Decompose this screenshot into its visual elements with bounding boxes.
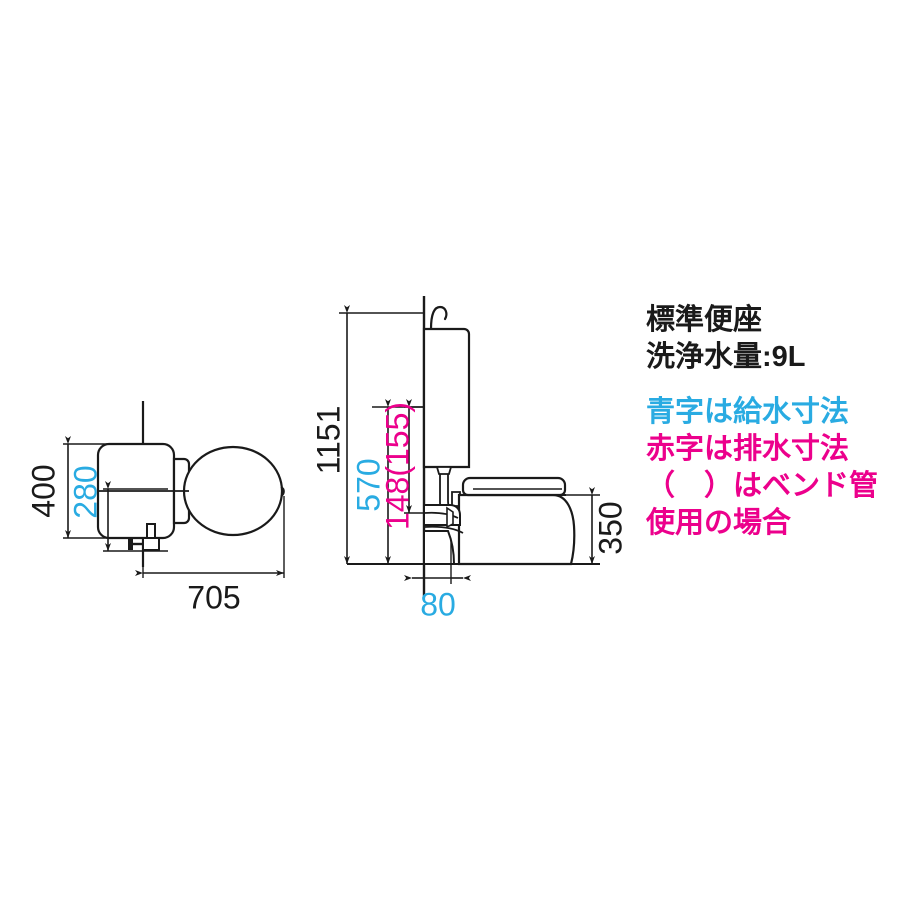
top-view-bowl xyxy=(182,445,284,537)
side-view-base-skirt xyxy=(423,530,456,565)
top-view-group: 400 280 705 xyxy=(25,401,285,615)
legend-when-used: 使用の場合 xyxy=(646,507,792,539)
top-view-seat-hinge xyxy=(280,486,285,497)
side-view-seat xyxy=(461,476,567,497)
dim-280: 280 xyxy=(67,465,168,552)
dim-400: 400 xyxy=(25,436,143,539)
side-view-drain-curve-top xyxy=(423,511,459,519)
note-standard-seat: 標準便座 xyxy=(646,304,763,336)
top-view-supply-valve xyxy=(128,523,160,551)
side-view-drain-curve-bottom xyxy=(423,525,464,534)
side-view-tank xyxy=(422,327,471,469)
side-view-bowl xyxy=(457,493,576,566)
dim-80-label: 80 xyxy=(420,586,456,622)
side-view-drain-flange xyxy=(446,506,454,529)
side-view-drain-outlet xyxy=(423,504,461,526)
side-view-tank-outlet xyxy=(435,466,453,475)
notes-spacer xyxy=(646,376,896,394)
dim-350: 350 xyxy=(566,487,628,564)
side-view-flush-lever xyxy=(429,305,448,331)
legend-blue-supply: 青字は給水寸法 xyxy=(646,396,850,428)
notes-panel: 標準便座 洗浄水量:9L 青字は給水寸法 赤字は排水寸法 （ ）はベンド管 使用… xyxy=(646,302,896,542)
dim-570: 570 xyxy=(350,399,424,564)
dim-705: 705 xyxy=(135,496,285,615)
dim-148-155-label: 148(155) xyxy=(379,402,415,530)
dim-1151-label: 1151 xyxy=(310,406,346,475)
dim-705-label: 705 xyxy=(187,579,240,615)
dim-1151: 1151 xyxy=(310,305,424,564)
dim-280-label: 280 xyxy=(67,465,103,518)
side-view-group: 1151 570 148(155) 350 xyxy=(310,296,628,622)
dim-80: 80 xyxy=(404,540,471,622)
dim-148-155: 148(155) xyxy=(379,399,424,530)
dim-570-label: 570 xyxy=(350,458,386,511)
dim-400-label: 400 xyxy=(25,464,61,517)
legend-red-drain: 赤字は排水寸法 xyxy=(646,433,850,465)
note-flush-volume: 洗浄水量:9L xyxy=(646,341,806,373)
legend-paren-bend-pipe: （ ）はベンド管 xyxy=(646,470,879,502)
dim-350-label: 350 xyxy=(592,501,628,554)
